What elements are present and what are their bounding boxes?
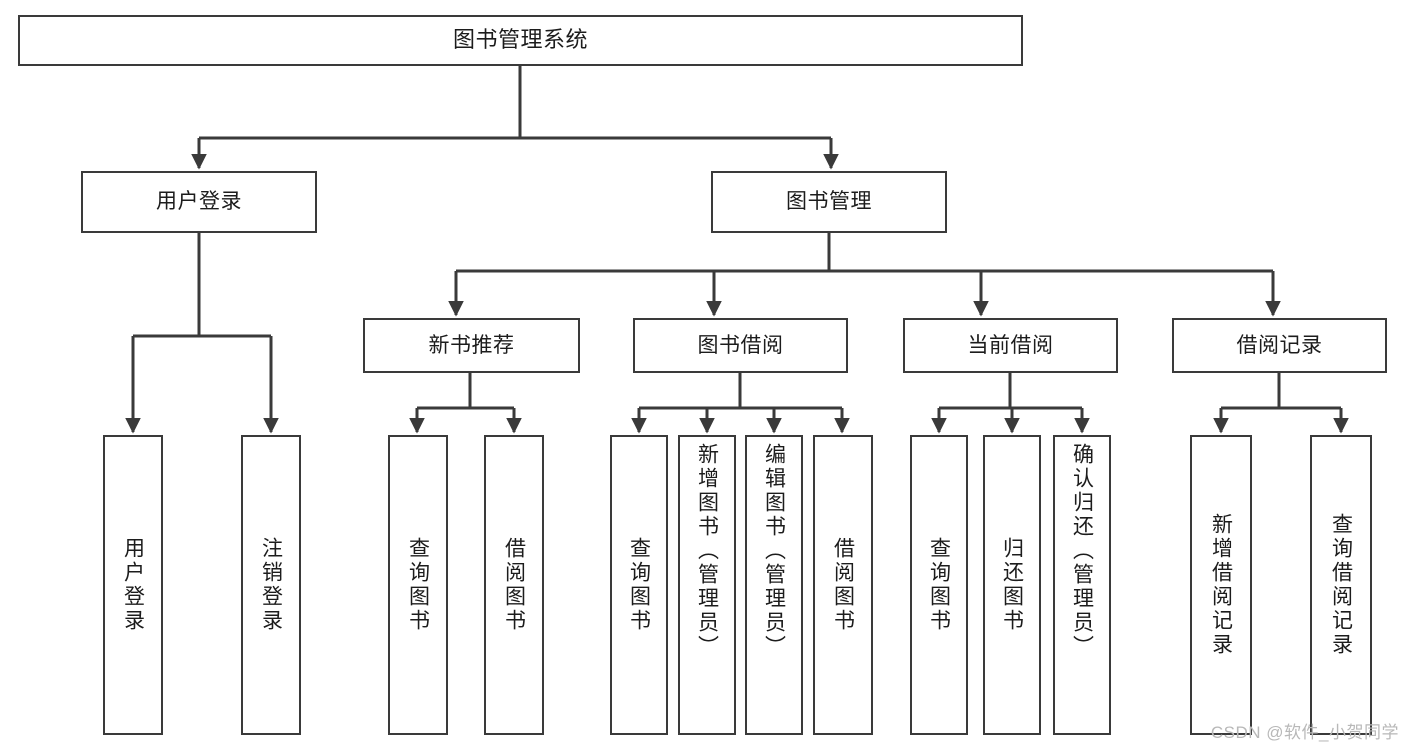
node-label: 用户登录 bbox=[121, 537, 145, 633]
node-label: 借阅记录 bbox=[1236, 333, 1323, 357]
node-label: 确认归还（管理员） bbox=[1070, 443, 1094, 659]
node-borrowing-record[interactable]: 借阅记录 bbox=[1172, 318, 1387, 373]
node-new-book-recommendation[interactable]: 新书推荐 bbox=[363, 318, 580, 373]
csdn-watermark: CSDN @软件_小贺同学 bbox=[1210, 723, 1399, 742]
node-label: 查询图书 bbox=[927, 537, 951, 633]
node-label: 当前借阅 bbox=[967, 333, 1054, 357]
node-leaf-edit-book-admin[interactable]: 编辑图书（管理员） bbox=[745, 435, 803, 735]
node-leaf-borrow-book[interactable]: 借阅图书 bbox=[813, 435, 873, 735]
node-current-borrowing[interactable]: 当前借阅 bbox=[903, 318, 1118, 373]
node-leaf-query-book-borrowing[interactable]: 查询图书 bbox=[610, 435, 668, 735]
node-label: 图书管理系统 bbox=[452, 27, 588, 53]
node-label: 图书管理 bbox=[786, 190, 872, 214]
node-label: 注销登录 bbox=[259, 537, 283, 633]
node-leaf-add-borrowing-record[interactable]: 新增借阅记录 bbox=[1190, 435, 1252, 735]
node-leaf-query-borrowing-record[interactable]: 查询借阅记录 bbox=[1310, 435, 1372, 735]
node-label: 归还图书 bbox=[1000, 537, 1024, 633]
node-leaf-query-book-recommendation[interactable]: 查询图书 bbox=[388, 435, 448, 735]
node-label: 新增借阅记录 bbox=[1209, 513, 1233, 657]
node-root-book-management-system[interactable]: 图书管理系统 bbox=[18, 15, 1023, 66]
node-label: 新书推荐 bbox=[428, 333, 515, 357]
node-book-management[interactable]: 图书管理 bbox=[711, 171, 947, 233]
node-leaf-borrow-book-recommendation[interactable]: 借阅图书 bbox=[484, 435, 544, 735]
node-label: 图书借阅 bbox=[697, 333, 784, 357]
node-label: 借阅图书 bbox=[502, 537, 526, 633]
node-label: 用户登录 bbox=[156, 190, 242, 214]
node-leaf-user-logout[interactable]: 注销登录 bbox=[241, 435, 301, 735]
node-label: 新增图书（管理员） bbox=[695, 443, 719, 659]
node-leaf-user-login[interactable]: 用户登录 bbox=[103, 435, 163, 735]
node-book-borrowing[interactable]: 图书借阅 bbox=[633, 318, 848, 373]
node-leaf-query-book-current[interactable]: 查询图书 bbox=[910, 435, 968, 735]
node-label: 查询图书 bbox=[627, 537, 651, 633]
node-label: 借阅图书 bbox=[831, 537, 855, 633]
node-label: 查询借阅记录 bbox=[1329, 513, 1353, 657]
node-label: 查询图书 bbox=[406, 537, 430, 633]
node-leaf-return-book[interactable]: 归还图书 bbox=[983, 435, 1041, 735]
node-user-login[interactable]: 用户登录 bbox=[81, 171, 317, 233]
node-leaf-confirm-return-admin[interactable]: 确认归还（管理员） bbox=[1053, 435, 1111, 735]
node-leaf-add-book-admin[interactable]: 新增图书（管理员） bbox=[678, 435, 736, 735]
node-label: 编辑图书（管理员） bbox=[762, 443, 786, 659]
